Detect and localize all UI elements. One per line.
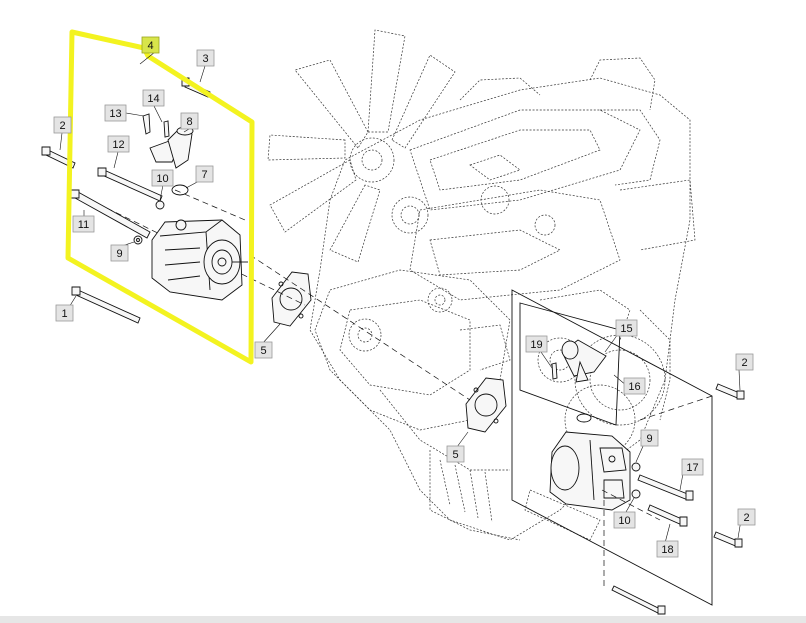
svg-text:1: 1 [61, 308, 67, 320]
callout-10[interactable]: 10 [151, 169, 174, 187]
engine-outline [267, 29, 696, 541]
svg-text:13: 13 [109, 108, 121, 120]
svg-text:2: 2 [59, 120, 65, 132]
callout-7[interactable]: 7 [195, 165, 214, 183]
callout-10[interactable]: 10 [613, 511, 636, 529]
callout-13[interactable]: 13 [104, 104, 127, 122]
svg-text:3: 3 [202, 53, 208, 65]
callout-14[interactable]: 14 [142, 89, 165, 107]
svg-text:18: 18 [661, 544, 673, 556]
callout-2[interactable]: 2 [737, 508, 756, 526]
hydraulic-pump-icon [151, 219, 248, 301]
callout-2[interactable]: 2 [53, 116, 72, 134]
callout-4[interactable]: 4 [141, 36, 160, 54]
callout-8[interactable]: 8 [180, 112, 199, 130]
gasket-left [271, 271, 312, 327]
svg-text:15: 15 [620, 323, 632, 335]
svg-text:8: 8 [186, 116, 192, 128]
right-pump-assembly [511, 289, 745, 615]
callout-19[interactable]: 19 [525, 335, 548, 353]
callout-2[interactable]: 2 [735, 353, 754, 371]
svg-text:4: 4 [147, 40, 153, 52]
svg-text:19: 19 [530, 339, 542, 351]
svg-text:9: 9 [646, 433, 652, 445]
callout-15[interactable]: 15 [615, 319, 638, 337]
callout-5[interactable]: 5 [446, 445, 465, 463]
gasket-right [465, 377, 507, 433]
callout-3[interactable]: 3 [196, 49, 215, 67]
callout-5[interactable]: 5 [254, 341, 273, 359]
svg-text:7: 7 [201, 169, 207, 181]
svg-text:2: 2 [743, 512, 749, 524]
svg-text:5: 5 [260, 345, 266, 357]
svg-text:17: 17 [686, 462, 698, 474]
svg-text:9: 9 [116, 248, 122, 260]
left-pump-assembly [41, 77, 471, 401]
bottom-scrollbar-track [0, 616, 806, 623]
callout-12[interactable]: 12 [107, 135, 130, 153]
callout-1[interactable]: 1 [55, 304, 74, 322]
svg-text:5: 5 [452, 449, 458, 461]
hydraulic-pump-icon [549, 431, 631, 511]
callout-16[interactable]: 16 [623, 377, 646, 395]
callout-9[interactable]: 9 [640, 429, 659, 447]
svg-text:10: 10 [618, 515, 630, 527]
fan-icon [267, 29, 456, 263]
callout-17[interactable]: 17 [681, 458, 704, 476]
callouts: 4 3 2 13 14 8 12 10 7 11 9 1 5 5 19 15 1… [53, 36, 756, 558]
elbow-fitting-icon [561, 339, 607, 383]
callout-18[interactable]: 18 [656, 540, 679, 558]
svg-text:16: 16 [628, 381, 640, 393]
callout-11[interactable]: 11 [72, 215, 95, 233]
svg-text:11: 11 [78, 219, 89, 231]
callout-9[interactable]: 9 [110, 244, 129, 262]
svg-text:10: 10 [156, 173, 168, 185]
elbow-fitting-icon [149, 126, 194, 169]
svg-text:12: 12 [112, 139, 124, 151]
svg-text:14: 14 [147, 93, 159, 105]
svg-text:2: 2 [741, 357, 747, 369]
